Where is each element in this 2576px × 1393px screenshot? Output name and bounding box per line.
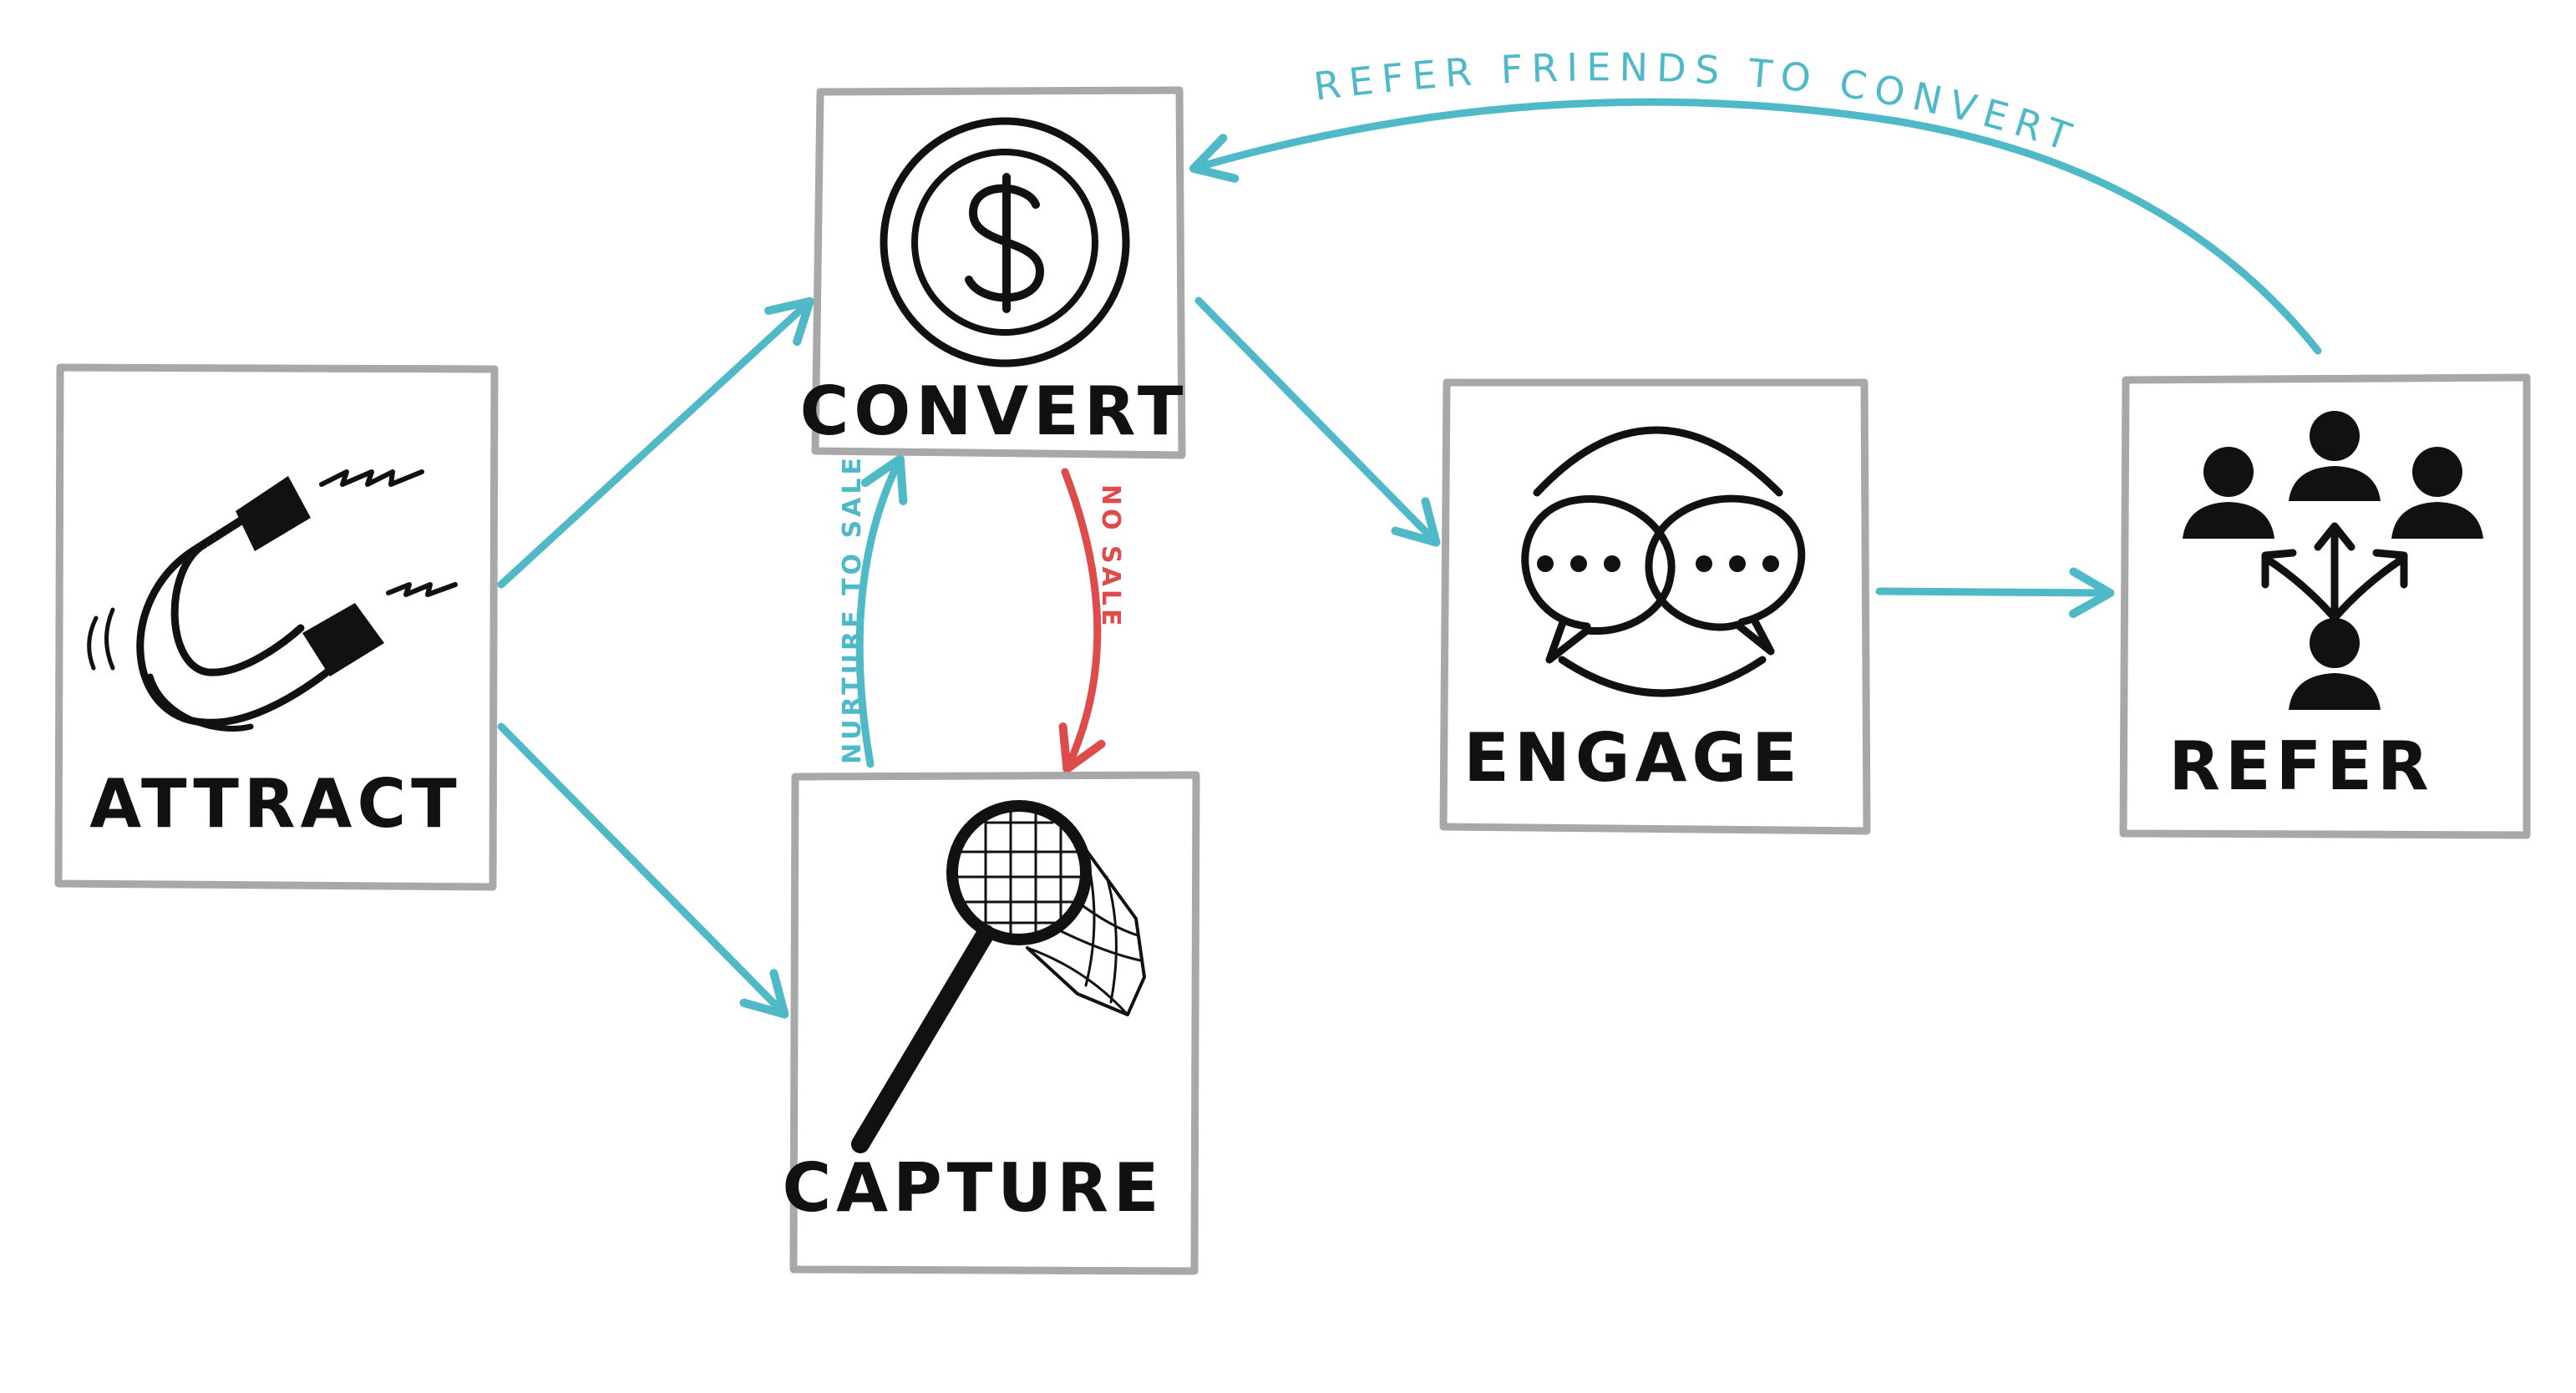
node-engage: ENGAGE — [1439, 378, 1871, 835]
label-capture: CAPTURE — [782, 1149, 1164, 1227]
arrow-engage-to-refer — [1875, 567, 2115, 618]
node-refer: REFER — [2119, 373, 2531, 839]
butterfly-net-icon — [851, 800, 1146, 1153]
people-network-icon — [2183, 411, 2483, 710]
person-icon-top — [2289, 411, 2381, 501]
dollar-coin-icon — [880, 117, 1130, 367]
label-engage: ENGAGE — [1463, 719, 1803, 797]
arrow-attract-to-capture — [497, 722, 789, 1019]
label-no-sale: NO SALE — [1096, 484, 1125, 630]
arrow-attract-to-convert — [497, 296, 814, 589]
node-capture: CAPTURE — [782, 771, 1200, 1275]
person-icon-left — [2183, 447, 2274, 539]
arrow-nurture-to-sale — [855, 454, 908, 768]
label-refer: REFER — [2168, 727, 2433, 805]
node-attract: ATTRACT — [54, 363, 499, 891]
label-nurture-to-sale: NURTURE TO SALE — [838, 454, 867, 764]
arrow-convert-to-engage — [1194, 296, 1441, 547]
person-icon-bottom — [2289, 618, 2381, 710]
label-convert: CONVERT — [800, 372, 1189, 450]
arrow-no-sale — [1058, 468, 1106, 773]
speech-bubbles-icon — [1521, 426, 1806, 697]
arrow-refer-to-convert — [1189, 98, 2322, 355]
magnet-icon — [87, 469, 458, 732]
branch-arrows-icon — [2261, 522, 2408, 622]
label-attract: ATTRACT — [89, 765, 461, 843]
node-convert: CONVERT — [800, 86, 1189, 459]
person-icon-right — [2391, 447, 2483, 539]
